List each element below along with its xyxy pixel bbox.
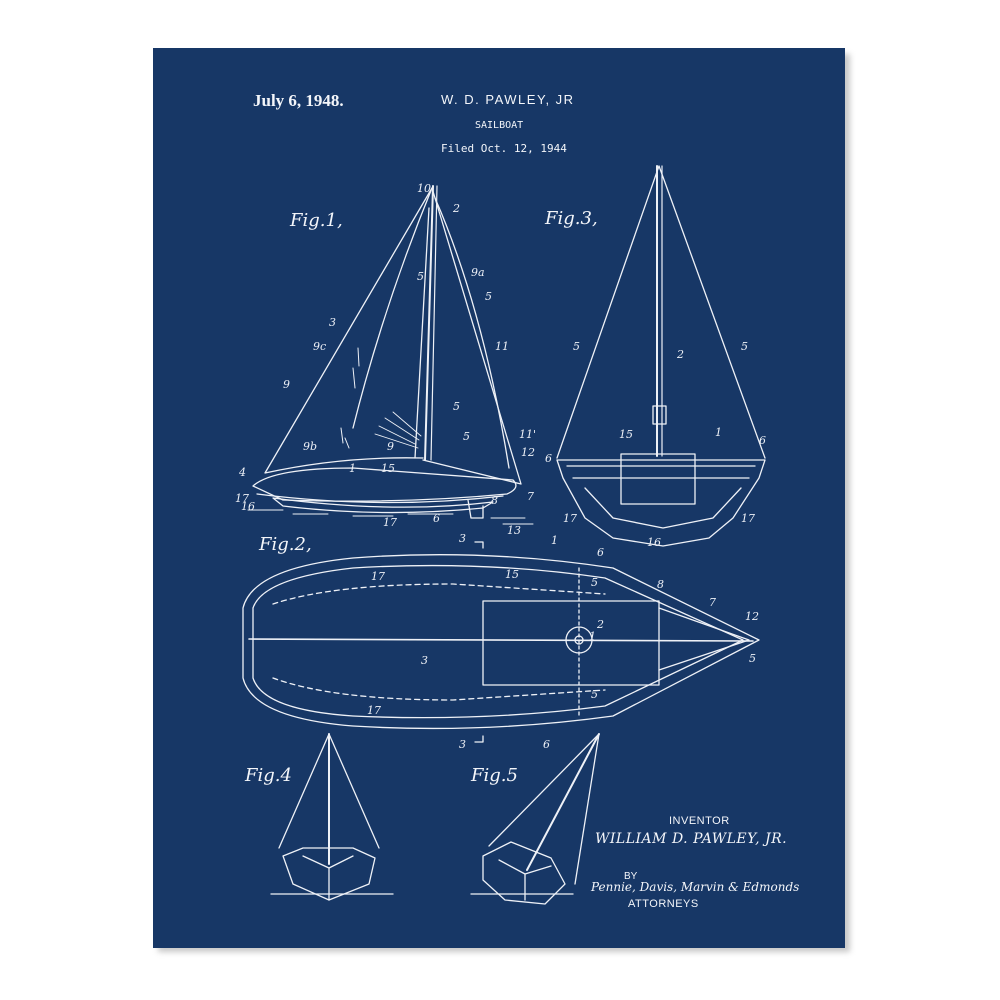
ref-numeral: 5 [453, 400, 460, 413]
ref-numeral: 9 [387, 440, 394, 453]
ref-numeral: 5 [591, 576, 598, 589]
blueprint-poster: July 6, 1948. W. D. PAWLEY, JR SAILBOAT … [153, 48, 845, 948]
ref-numeral: 5 [741, 340, 748, 353]
inventor-short-name: W. D. PAWLEY, JR [441, 92, 575, 107]
ref-numeral: 9 [283, 378, 290, 391]
ref-numeral: 17 [235, 492, 249, 505]
ref-numeral: 3 [329, 316, 336, 329]
ref-numeral: 12 [521, 446, 535, 459]
fig5-drawing [470, 733, 600, 905]
ref-numeral: 9a [471, 266, 485, 279]
ref-numeral: 7 [709, 596, 716, 609]
fig3-hull [556, 459, 766, 547]
fig1-label: Fig.1, [290, 210, 343, 231]
ref-numeral: 5 [573, 340, 580, 353]
filed-date: Filed Oct. 12, 1944 [441, 142, 567, 155]
ref-numeral: 2 [597, 618, 604, 631]
ref-numeral: 5 [417, 270, 424, 283]
patent-drawings [242, 165, 766, 905]
ref-numeral: 1 [589, 630, 596, 643]
fig5-label: Fig.5 [471, 765, 518, 786]
fig3-front-view-drawing [556, 165, 766, 547]
fig4-drawing [270, 733, 394, 901]
fig4-label: Fig.4 [245, 765, 292, 786]
fig2-centerline [248, 638, 754, 642]
ref-numeral: 16 [241, 500, 255, 513]
ref-numeral: 3 [421, 654, 428, 667]
ref-numeral: 1 [551, 534, 558, 547]
attorneys-signature: Pennie, Davis, Marvin & Edmonds [591, 880, 800, 894]
by-label: BY [624, 871, 638, 882]
ref-numeral: 9b [303, 440, 318, 453]
ref-numeral: 10 [417, 182, 431, 195]
section-arrows [474, 541, 484, 743]
attorneys-label: ATTORNEYS [628, 898, 699, 910]
ref-numeral: 9c [313, 340, 327, 353]
ref-numeral: 15 [505, 568, 519, 581]
fig4-hull [282, 847, 376, 901]
ref-numeral: 6 [543, 738, 550, 751]
ref-numeral: 15 [381, 462, 395, 475]
ref-numeral: 5 [485, 290, 492, 303]
ref-numeral: 8 [491, 494, 498, 507]
section-marker: 3 [459, 532, 466, 545]
ref-numeral: 17 [367, 704, 381, 717]
ref-numeral: 6 [545, 452, 552, 465]
ref-numeral: 16 [647, 536, 661, 549]
ref-numeral: 17 [563, 512, 577, 525]
ref-numeral: 1 [715, 426, 722, 439]
section-marker: 3 [459, 738, 466, 751]
ref-numeral: 12 [745, 610, 759, 623]
ref-numeral: 17 [741, 512, 755, 525]
ref-numeral: 5 [591, 688, 598, 701]
fig1-mainsail [264, 187, 433, 474]
ref-numeral: 17 [383, 516, 397, 529]
fig3-stays [556, 165, 766, 459]
ref-numeral: 1 [349, 462, 356, 475]
ref-numeral: 11' [519, 428, 537, 441]
inventor-full-name: WILLIAM D. PAWLEY, JR. [595, 831, 788, 847]
fig2-label: Fig.2, [259, 534, 312, 555]
fig1-mast [424, 185, 434, 461]
fig2-cockpit [482, 600, 660, 686]
fig3-label: Fig.3, [545, 208, 598, 229]
fig2-top-view-drawing [242, 554, 760, 730]
ref-numeral: 7 [527, 490, 534, 503]
ref-numeral: 2 [677, 348, 684, 361]
ref-numeral: 13 [507, 524, 521, 537]
ref-numeral: 17 [371, 570, 385, 583]
ref-numeral: 11 [495, 340, 509, 353]
ref-numeral: 5 [463, 430, 470, 443]
fig2-hull-outline [242, 554, 760, 730]
ref-numeral: 6 [433, 512, 440, 525]
ref-numeral: 8 [657, 578, 664, 591]
fig1-side-view-drawing [247, 185, 534, 525]
ref-numeral: 15 [619, 428, 633, 441]
patent-date: July 6, 1948. [253, 91, 344, 110]
inventor-label: INVENTOR [669, 815, 730, 827]
ref-numeral: 5 [749, 652, 756, 665]
ref-numeral: 2 [453, 202, 460, 215]
fig1-hull [252, 467, 517, 502]
patent-subject: SAILBOAT [475, 120, 524, 131]
ref-numeral: 6 [597, 546, 604, 559]
ref-numeral: 6 [759, 434, 766, 447]
ref-numeral: 4 [239, 466, 246, 479]
